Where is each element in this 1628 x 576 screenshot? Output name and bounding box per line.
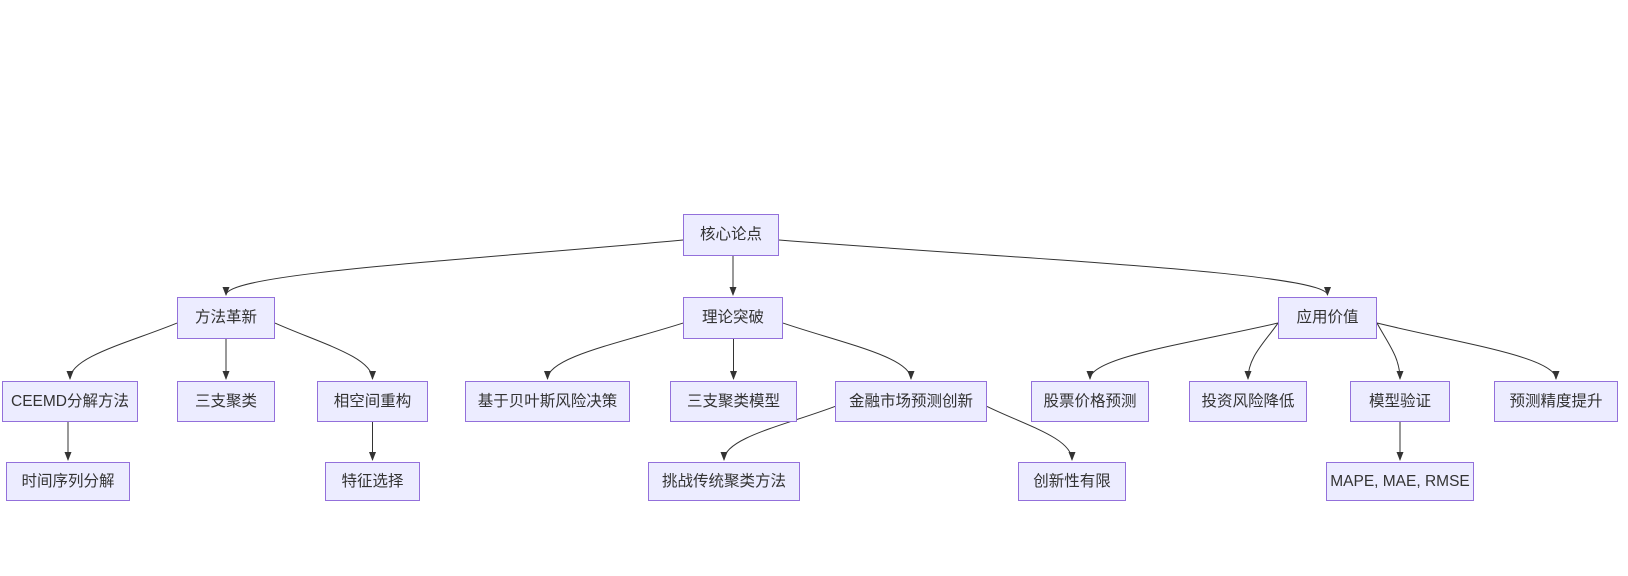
flowchart-node: 特征选择 xyxy=(325,462,420,501)
flowchart-node: 时间序列分解 xyxy=(6,462,130,501)
node-label: 创新性有限 xyxy=(1033,472,1111,490)
node-label: 特征选择 xyxy=(341,472,404,490)
node-label: CEEMD分解方法 xyxy=(11,392,129,410)
flowchart-node: 模型验证 xyxy=(1350,381,1450,422)
edge-method-ceemd xyxy=(66,322,178,380)
edge-group xyxy=(64,239,1560,461)
edge-value-model xyxy=(1376,322,1404,380)
flowchart-node: MAPE, MAE, RMSE xyxy=(1326,462,1474,501)
flowchart-node: 挑战传统聚类方法 xyxy=(648,462,800,501)
flowchart-node: 方法革新 xyxy=(177,297,275,339)
edge-theory-finance xyxy=(782,322,915,380)
node-label: 核心论点 xyxy=(699,226,762,244)
edge-value-invest xyxy=(1244,322,1279,380)
edge-value-accuracy xyxy=(1376,322,1560,380)
flowchart-node: 创新性有限 xyxy=(1018,462,1126,501)
flowchart-node: CEEMD分解方法 xyxy=(2,381,138,422)
flowchart-node: 三支聚类模型 xyxy=(670,381,797,422)
node-label: MAPE, MAE, RMSE xyxy=(1330,472,1470,490)
flowchart-node: 三支聚类 xyxy=(177,381,275,422)
edge-method-phase xyxy=(274,322,376,380)
flowchart-node: 金融市场预测创新 xyxy=(835,381,987,422)
edge-theory-bayes xyxy=(544,322,684,380)
node-label: 投资风险降低 xyxy=(1201,392,1295,410)
flowchart-node: 预测精度提升 xyxy=(1494,381,1618,422)
node-label: 理论突破 xyxy=(701,309,764,327)
flowchart-node: 股票价格预测 xyxy=(1031,381,1149,422)
flowchart-node: 应用价值 xyxy=(1278,297,1377,339)
node-label: 三支聚类模型 xyxy=(686,392,780,410)
node-label: 金融市场预测创新 xyxy=(848,392,973,410)
edge-root-value xyxy=(778,239,1331,296)
node-label: 挑战传统聚类方法 xyxy=(661,472,786,490)
node-label: 三支聚类 xyxy=(194,392,257,410)
node-label: 模型验证 xyxy=(1368,392,1431,410)
edge-finance-limited xyxy=(986,405,1076,461)
node-label: 应用价值 xyxy=(1296,309,1359,327)
flowchart-node: 理论突破 xyxy=(683,297,783,339)
edge-finance-challenge xyxy=(720,405,836,461)
edge-value-stock xyxy=(1086,322,1279,380)
node-label: 时间序列分解 xyxy=(21,472,115,490)
node-label: 相空间重构 xyxy=(333,392,412,410)
edge-root-method xyxy=(222,239,684,296)
node-label: 预测精度提升 xyxy=(1509,392,1603,410)
flowchart-node: 投资风险降低 xyxy=(1189,381,1307,422)
node-label: 方法革新 xyxy=(194,309,257,327)
node-label: 股票价格预测 xyxy=(1043,392,1137,410)
flowchart-node: 核心论点 xyxy=(683,214,779,256)
node-label: 基于贝叶斯风险决策 xyxy=(477,392,618,410)
flowchart-node: 相空间重构 xyxy=(317,381,428,422)
flowchart-node: 基于贝叶斯风险决策 xyxy=(465,381,630,422)
